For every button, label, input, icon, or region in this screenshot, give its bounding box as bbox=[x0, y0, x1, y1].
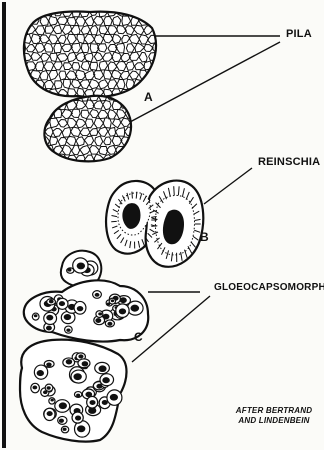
cell-outline bbox=[36, 8, 44, 16]
cell-outline bbox=[50, 101, 57, 110]
gloeocapsomorpha-colony-top bbox=[24, 251, 148, 342]
cell-nucleus bbox=[49, 299, 54, 303]
cell-outline bbox=[30, 88, 39, 97]
pila-colony-bottom bbox=[35, 91, 140, 164]
cell-nucleus bbox=[77, 425, 85, 432]
cell-outline bbox=[144, 7, 153, 17]
cell-nucleus bbox=[46, 326, 52, 331]
cell-outline bbox=[36, 109, 44, 118]
cell-outline bbox=[17, 79, 26, 89]
cell-nucleus bbox=[63, 428, 67, 431]
cell-outline bbox=[48, 155, 59, 164]
cell-nucleus bbox=[59, 402, 67, 409]
gloeocapsomorpha-colony-bottom bbox=[20, 340, 127, 442]
cell-nucleus bbox=[46, 315, 53, 321]
cell-nucleus bbox=[95, 293, 100, 297]
cell-nucleus bbox=[66, 328, 70, 331]
cell-outline bbox=[18, 25, 26, 35]
cell-outline bbox=[126, 146, 134, 155]
cell-nucleus bbox=[119, 308, 126, 314]
cell-nucleus bbox=[67, 268, 71, 271]
cell-nucleus bbox=[66, 359, 72, 364]
cell-nucleus bbox=[99, 365, 107, 372]
reinschia-colony bbox=[106, 181, 203, 267]
cell-nucleus bbox=[98, 312, 102, 315]
cell-outline bbox=[112, 154, 121, 163]
cell-outline bbox=[35, 93, 45, 101]
cell-outline bbox=[153, 80, 162, 89]
cell-outline bbox=[41, 100, 49, 110]
cell-outline bbox=[129, 101, 139, 110]
cell-nucleus bbox=[32, 386, 37, 390]
cell-nucleus bbox=[110, 394, 118, 401]
cell-nucleus bbox=[130, 305, 139, 312]
credit-line-2: AND LINDENBEIN bbox=[228, 416, 320, 426]
cell-nucleus bbox=[95, 318, 101, 323]
cell-outline bbox=[125, 91, 134, 100]
cell-outline bbox=[120, 155, 129, 163]
cell-nucleus bbox=[111, 299, 115, 302]
cell-outline bbox=[22, 89, 32, 98]
rim-hatch bbox=[132, 192, 133, 199]
cell-outline bbox=[36, 145, 45, 154]
cell-nucleus bbox=[59, 419, 64, 423]
cell-outline bbox=[152, 8, 162, 16]
credit: AFTER BERTRAND AND LINDENBEIN bbox=[228, 406, 320, 426]
cell-outline bbox=[130, 154, 140, 163]
label-key-a: A bbox=[144, 90, 153, 104]
cell-nucleus bbox=[82, 361, 89, 366]
rim-hatch bbox=[174, 186, 175, 195]
cell-nucleus bbox=[78, 354, 83, 358]
cell-outline bbox=[36, 127, 44, 136]
cell-outline bbox=[21, 16, 30, 25]
rim-hatch bbox=[136, 192, 137, 199]
cell-outline bbox=[144, 79, 153, 89]
rim-hatch bbox=[151, 226, 157, 227]
cell-nucleus bbox=[47, 411, 53, 416]
label-gloeocapsomorpha: GLOEOCAPSOMORPHA bbox=[214, 282, 324, 293]
cell-nucleus bbox=[64, 314, 72, 320]
cell-nucleus bbox=[46, 362, 51, 366]
label-reinschia: REINSCHIA bbox=[258, 156, 320, 168]
pila-colony-top bbox=[17, 7, 163, 98]
cell-outline bbox=[17, 7, 27, 16]
cell-nucleus bbox=[37, 370, 44, 376]
cell-nucleus bbox=[76, 394, 80, 397]
cell-outline bbox=[149, 71, 158, 79]
cell-nucleus bbox=[59, 301, 65, 306]
cell-outline bbox=[149, 17, 158, 26]
cell-nucleus bbox=[77, 306, 84, 311]
cell-nucleus bbox=[34, 314, 38, 317]
label-key-b: B bbox=[200, 230, 209, 244]
cell-nucleus bbox=[102, 377, 109, 383]
cell-nucleus bbox=[75, 416, 81, 421]
cell-outline bbox=[41, 155, 49, 163]
cell-outline bbox=[27, 7, 36, 17]
cell-nucleus bbox=[90, 400, 96, 405]
cell-nucleus bbox=[50, 399, 53, 402]
cell-outline bbox=[129, 138, 139, 146]
cell-outline bbox=[135, 8, 144, 17]
cell-nucleus bbox=[107, 322, 112, 326]
label-pila: PILA bbox=[286, 28, 312, 40]
label-key-c: C bbox=[134, 330, 143, 344]
cell-nucleus bbox=[73, 373, 81, 380]
left-border bbox=[2, 2, 6, 448]
cell-nucleus bbox=[47, 386, 51, 389]
cell-nucleus bbox=[77, 262, 85, 269]
credit-line-1: AFTER BERTRAND bbox=[228, 406, 320, 416]
